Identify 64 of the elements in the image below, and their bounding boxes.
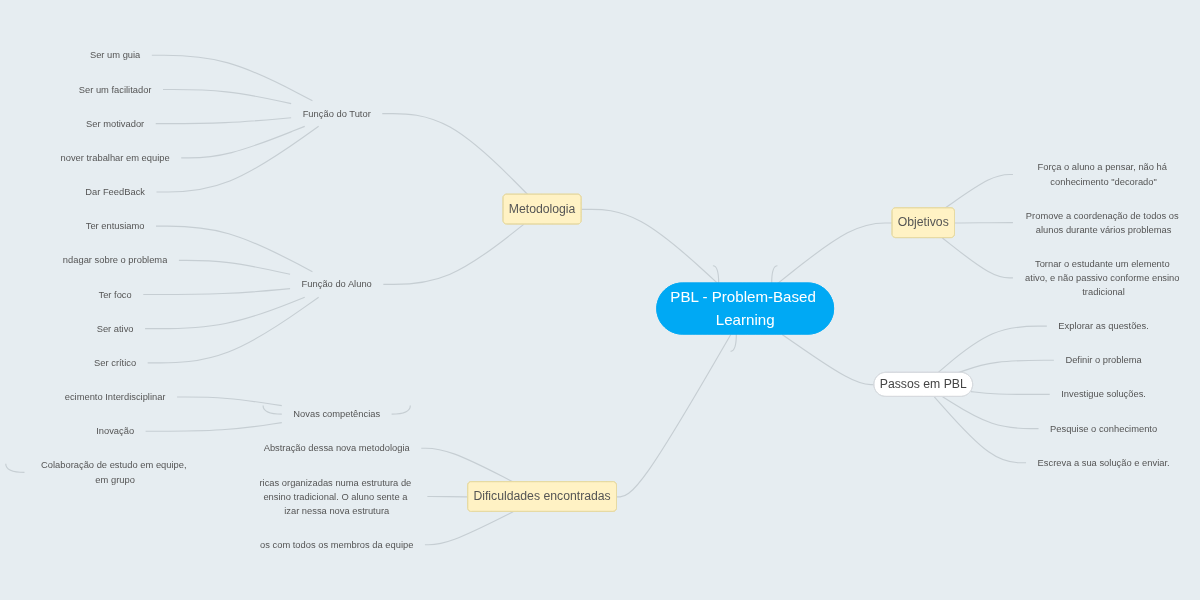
subtopic-label: Ser um facilitador [78,83,152,95]
branch-line [381,113,529,196]
subtopic-label: Explorar as questões. [1058,320,1149,332]
branch-line [5,463,26,473]
branch-line [147,296,320,364]
subtopic-label: Tornar o estudante um elemento ativo, e não passivo conforme ensino tradicional [1025,258,1180,298]
subtopic-label: Força o aluno a pensar, não há conhecimento "decorado" [1037,161,1168,187]
branch-line [155,125,320,193]
branch-line [176,396,283,407]
subtopic-label: os com todos os membros da equipe [260,539,414,550]
topic-box: Objetivos [891,207,955,238]
subtopic-label: Novas competências [293,408,381,420]
central-topic-pill: PBL - Problem-Based Learning [656,282,834,335]
subtopic-label: Ter entusiamo [85,220,145,232]
subtopic-label: ricas organizadas numa estrutura de ensino tradicional. O aluno sente a izar nessa nova estrutura [259,476,412,516]
branch-line [730,333,737,352]
subtopic-label: Promove a coordenação de todos os alunos durante vários problemas [1025,210,1179,235]
branch-line [382,223,525,285]
subtopic-label: ndagar sobre o problema [62,254,168,266]
branch-line [144,296,306,330]
subtopic-label: Ser motivador [86,118,145,129]
subtopic-label: Ser ativo [96,323,134,334]
subtopic-label: Definir o problema [1065,354,1142,366]
subtopic-label: Função do Tutor [302,108,371,119]
branch-line [771,265,779,284]
branch-line [941,237,1014,279]
topic-box: Dificuldades encontradas [467,481,617,512]
branch-line [145,422,283,432]
subtopic-label: Escreva a sua solução e enviar. [1037,457,1170,468]
branch-line [155,225,313,273]
branch-line [933,396,1027,464]
branch-line [178,259,291,275]
branch-line [777,222,893,284]
branch-line [781,333,875,386]
branch-line [942,396,1040,430]
branch-line [262,404,283,415]
branch-line [180,125,306,159]
branch-line [712,265,720,284]
branch-line [424,511,514,546]
branch-line [391,404,411,415]
subtopic-label: Abstração dessa nova metodologia [263,442,410,454]
subtopic-label: Inovação [96,425,135,437]
subtopic-label: Ter foco [98,288,132,300]
subtopic-label: Dar FeedBack [85,186,145,198]
subtopic-label: Investigue soluções. [1061,388,1146,400]
subtopic-label: nover trabalhar em equipe [60,152,170,164]
topic-pill: Passos em PBL [873,371,973,397]
branch-line [426,495,469,498]
subtopic-label: Pesquise o conhecimento [1050,423,1158,434]
branch-line [970,391,1051,395]
topic-box: Metodologia [502,193,582,225]
branch-line [142,288,291,296]
branch-line [580,208,719,284]
subtopic-label: Ser um guia [89,49,141,61]
branch-line [151,54,313,102]
subtopic-label: ecimento Interdisciplinar [64,391,166,403]
branch-line [155,117,292,125]
branch-line [616,333,732,498]
subtopic-label: Colaboração de estudo em equipe, em grupo [41,459,187,485]
subtopic-label: Ser crítico [94,357,137,369]
branch-line [937,325,1048,374]
subtopic-label: Função do Aluno [301,278,372,290]
branch-line [162,88,292,105]
branch-line [944,173,1014,209]
